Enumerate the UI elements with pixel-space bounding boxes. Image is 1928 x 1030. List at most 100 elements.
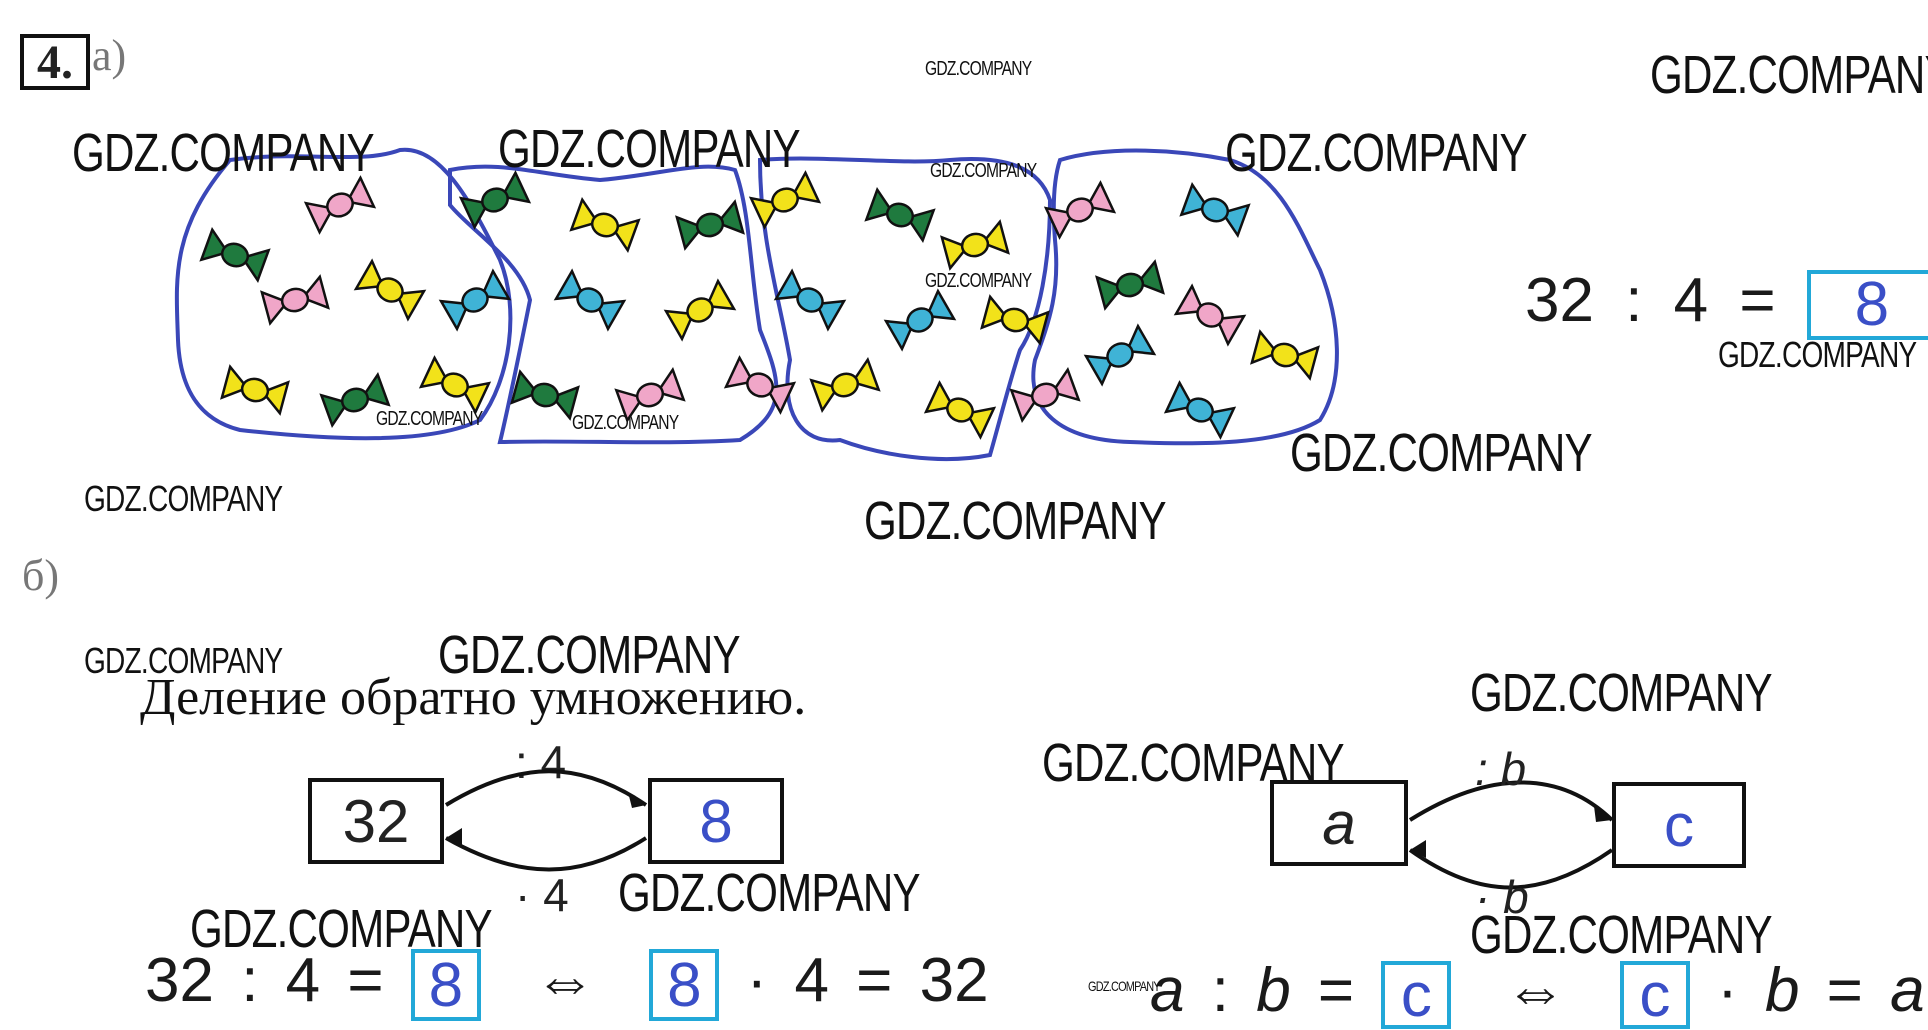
candy-icon — [675, 199, 745, 251]
re-a: a — [1150, 956, 1185, 1025]
candy-icon — [1043, 180, 1117, 240]
candy-icon — [220, 364, 290, 416]
task-number: 4. — [20, 34, 90, 90]
re-iff: ⇔ — [1504, 956, 1567, 1025]
arrowhead-left-top — [628, 792, 646, 808]
part-b-label: б) — [22, 551, 60, 600]
le-eq2: = — [856, 946, 893, 1015]
arrowhead-right-top — [1594, 806, 1612, 822]
re-op2: · — [1717, 956, 1738, 1025]
part-a-equation: 32 : 4 = 8 — [1525, 265, 1928, 340]
answer-box: 8 — [1806, 269, 1928, 340]
watermark: GDZ.COMPANY — [1650, 45, 1928, 105]
watermark: GDZ.COMPANY — [376, 408, 483, 430]
le-op1: : — [241, 946, 259, 1015]
candy-icon — [809, 356, 881, 414]
arrow-right-bottom — [1408, 848, 1614, 890]
arrowhead-right-bottom — [1410, 840, 1426, 858]
le-c: 4 — [794, 946, 829, 1015]
candy-icon — [723, 355, 797, 415]
arrow-left-bottom — [445, 836, 648, 872]
watermark: GDZ.COMPANY — [1470, 905, 1773, 965]
candy-icon — [458, 170, 532, 230]
le-a: 32 — [145, 946, 214, 1015]
watermark: GDZ.COMPANY — [1718, 334, 1917, 375]
candy-icon — [438, 268, 512, 332]
le-d: 32 — [919, 946, 989, 1015]
diagram-left-bottom-op: · 4 — [515, 869, 569, 921]
le-answer-box-1: 8 — [410, 948, 481, 1021]
le-answer-box-2: 8 — [649, 948, 720, 1021]
group-outline-1 — [174, 147, 513, 441]
left-equations: 32 : 4 = 8 ⇔ 8 · 4 = 32 — [145, 945, 989, 1021]
candy-icon — [418, 355, 492, 415]
le-b: 4 — [285, 946, 321, 1015]
watermark: GDZ.COMPANY — [498, 119, 801, 179]
re-eq1: = — [1317, 956, 1355, 1025]
candy-icon — [260, 274, 330, 326]
le-iff: ⇔ — [534, 946, 597, 1015]
watermark: GDZ.COMPANY — [925, 58, 1032, 80]
re-eq2: = — [1826, 956, 1863, 1025]
watermark: GDZ.COMPANY — [1088, 978, 1161, 994]
re-c: b — [1764, 956, 1800, 1025]
watermark: GDZ.COMPANY — [84, 478, 283, 519]
eq-equals: = — [1739, 266, 1776, 335]
part-b-heading: Деление обратно умножению. — [140, 669, 807, 726]
watermark: GDZ.COMPANY — [572, 412, 679, 434]
watermark: GDZ.COMPANY — [1225, 123, 1528, 183]
candy-icon — [980, 294, 1050, 346]
re-answer-box-1: c — [1381, 960, 1452, 1029]
candy-icon — [663, 278, 737, 342]
watermark: GDZ.COMPANY — [72, 123, 375, 183]
candy-icon — [1009, 366, 1081, 424]
watermark: GDZ.COMPANY — [618, 863, 921, 923]
part-a-label: а) — [92, 31, 127, 80]
arrow-left-top — [444, 769, 648, 807]
candy-icon — [940, 219, 1010, 271]
watermark: GDZ.COMPANY — [438, 625, 741, 685]
group-outline-3 — [757, 156, 1053, 461]
candy-icon — [1095, 259, 1165, 311]
candy-icon — [864, 186, 936, 244]
candy-icon — [569, 196, 641, 254]
eq-dividend: 32 — [1525, 266, 1594, 335]
candy-icon — [510, 369, 580, 421]
eq-divisor: 4 — [1673, 266, 1709, 335]
re-b: b — [1256, 956, 1291, 1025]
diagram-right-top-op: : b — [1475, 743, 1527, 795]
candy-icon — [923, 380, 997, 440]
candy-icon — [199, 226, 271, 284]
group-outlines — [174, 147, 1339, 461]
diagram-right-bottom-op: · b — [1475, 871, 1529, 923]
candy-icon — [1083, 323, 1157, 387]
candy-icon — [883, 288, 957, 352]
arrowhead-left-bottom — [446, 828, 462, 846]
watermark: GDZ.COMPANY — [925, 270, 1032, 292]
candy-icon — [1163, 380, 1237, 440]
watermark: GDZ.COMPANY — [84, 640, 283, 681]
eq-divide-sign: : — [1625, 266, 1643, 335]
arrow-right-top — [1408, 780, 1614, 822]
watermark: GDZ.COMPANY — [190, 899, 493, 959]
diagram-right-to-box: c — [1612, 782, 1746, 868]
watermark: GDZ.COMPANY — [930, 160, 1037, 182]
le-eq1: = — [347, 946, 384, 1015]
re-op1: : — [1211, 956, 1229, 1025]
watermark: GDZ.COMPANY — [1470, 663, 1773, 723]
watermark: GDZ.COMPANY — [1290, 423, 1593, 483]
candy-icon — [303, 175, 377, 235]
diagram-left-to-box: 8 — [648, 778, 784, 864]
diagram-left-from-box: 32 — [308, 778, 444, 864]
diagram-left-top-op: : 4 — [515, 736, 567, 788]
re-d: a — [1890, 956, 1925, 1025]
candy-icon — [553, 268, 627, 332]
candy-icon — [1179, 181, 1251, 239]
candy-icon — [614, 366, 686, 424]
group-outline-4 — [1031, 148, 1339, 446]
re-answer-box-2: c — [1619, 960, 1690, 1029]
watermark: GDZ.COMPANY — [864, 491, 1167, 551]
candy-icon — [319, 371, 391, 429]
